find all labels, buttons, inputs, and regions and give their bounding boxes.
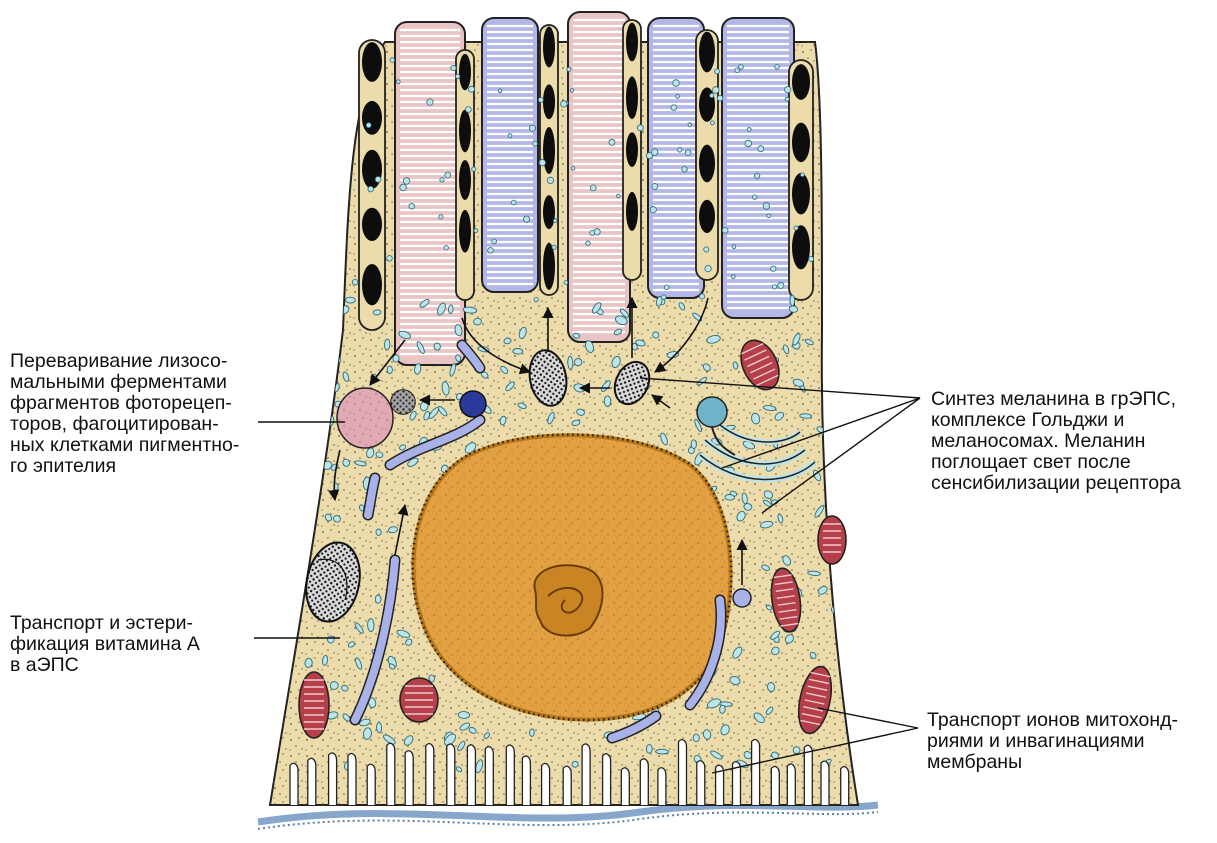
annotation-line: риями и инвагинациями bbox=[927, 731, 1178, 752]
annotation-line: комплексе Гольджи и bbox=[931, 410, 1181, 431]
melanin-granule bbox=[626, 76, 638, 119]
annotation-line: Транспорт и эстери- bbox=[10, 613, 200, 634]
melanin-granule bbox=[362, 264, 382, 305]
melanin-granule bbox=[543, 243, 555, 290]
annotation-melanin-synthesis: Синтез меланина в грЭПС, комплексе Гольд… bbox=[931, 389, 1181, 494]
nucleolus bbox=[534, 565, 602, 635]
melanin-granule bbox=[543, 195, 555, 229]
melanin-granule bbox=[362, 101, 382, 135]
melanin-granule bbox=[792, 123, 810, 163]
annotation-line: Переваривание лизосо- bbox=[10, 351, 239, 372]
melanin-granule bbox=[626, 132, 638, 167]
melanin-granule bbox=[362, 208, 382, 241]
mitochondrion bbox=[299, 672, 329, 738]
annotation-line: фрагментов фоторецеп- bbox=[10, 393, 239, 414]
annotation-line: поглощает свет после bbox=[931, 452, 1181, 473]
melanin-granule bbox=[362, 150, 382, 189]
annotation-line: Синтез меланина в грЭПС, bbox=[931, 389, 1181, 410]
annotation-line: Транспорт ионов митохонд- bbox=[927, 710, 1178, 731]
melanin-granule bbox=[543, 127, 555, 174]
primary-lysosome bbox=[460, 391, 486, 417]
melanin-granule bbox=[792, 225, 810, 269]
basement-membrane bbox=[258, 805, 878, 829]
annotation-line: меланосомах. Меланин bbox=[931, 431, 1181, 452]
nucleus bbox=[412, 434, 731, 720]
annotation-line: мембраны bbox=[927, 752, 1178, 773]
microvillus bbox=[789, 60, 813, 300]
melanin-granule bbox=[699, 145, 715, 183]
melanin-granule bbox=[459, 160, 471, 200]
mitochondrion bbox=[818, 516, 846, 564]
annotation-line: мальными ферментами bbox=[10, 372, 239, 393]
melanin-granule bbox=[699, 200, 715, 233]
photoreceptor-segment bbox=[722, 18, 794, 318]
annotation-line: торов, фагоцитирован- bbox=[10, 414, 239, 435]
microvillus bbox=[359, 40, 385, 330]
ser-vesicle bbox=[733, 589, 751, 607]
photoreceptor-segment bbox=[395, 22, 465, 365]
melanin-granule bbox=[699, 87, 715, 121]
melanin-granule bbox=[626, 192, 638, 231]
annotation-vitamin-a-transport: Транспорт и эстери- фикация витамина А в… bbox=[10, 613, 200, 676]
annotation-ion-transport: Транспорт ионов митохонд- риями и инваги… bbox=[927, 710, 1178, 773]
melanin-granule bbox=[459, 54, 471, 91]
mitochondrion bbox=[400, 678, 438, 722]
melanin-granule bbox=[459, 110, 471, 153]
microvillus bbox=[696, 30, 718, 280]
annotation-lysosomal-digestion: Переваривание лизосо- мальными ферментам… bbox=[10, 351, 239, 477]
melanin-granule bbox=[792, 64, 810, 100]
melanin-granule bbox=[543, 27, 555, 68]
photoreceptor-segment bbox=[568, 12, 630, 342]
lysosome bbox=[391, 390, 415, 414]
annotation-line: го эпителия bbox=[10, 456, 239, 477]
melanin-granule bbox=[543, 84, 555, 119]
melanin-granule bbox=[362, 42, 382, 82]
annotation-line: фикация витамина А bbox=[10, 634, 200, 655]
melanin-granule bbox=[459, 210, 471, 253]
melanin-granule bbox=[792, 173, 810, 215]
microvillus bbox=[623, 20, 641, 280]
annotation-line: сенсибилизации рецептора bbox=[931, 473, 1181, 494]
melanin-granule bbox=[699, 32, 715, 73]
phagolysosome bbox=[337, 388, 393, 448]
melanin-granule bbox=[626, 23, 638, 62]
annotation-line: в аЭПС bbox=[10, 655, 200, 676]
annotation-line: ных клетками пигментно- bbox=[10, 435, 239, 456]
